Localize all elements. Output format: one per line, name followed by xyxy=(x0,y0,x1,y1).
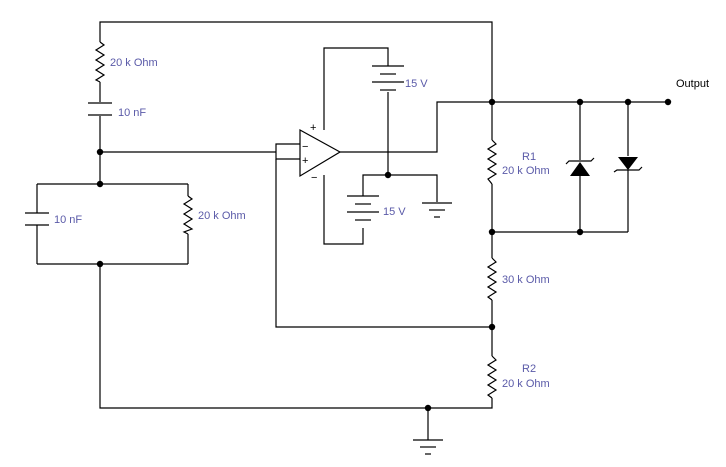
label-resistor-mid: 20 k Ohm xyxy=(198,210,246,222)
zener-diode-left xyxy=(565,157,595,176)
opamp-noninverting-input: + xyxy=(302,155,308,167)
opamp-inverting-input: − xyxy=(302,141,308,153)
label-r1-name: R1 xyxy=(522,151,536,163)
label-capacitor-top: 10 nF xyxy=(118,107,146,119)
label-resistor-30k: 30 k Ohm xyxy=(502,274,550,286)
label-capacitor-left: 10 nF xyxy=(54,214,82,226)
zener-diode-right xyxy=(613,157,643,173)
opamp-minus-pin: − xyxy=(311,172,317,184)
capacitor-top xyxy=(88,102,112,116)
label-r1-value: 20 k Ohm xyxy=(502,165,550,177)
ground-symbol-bottom xyxy=(413,439,443,455)
label-resistor-top: 20 k Ohm xyxy=(110,57,158,69)
resistor-30k xyxy=(486,257,498,301)
resistor-r1 xyxy=(486,139,498,185)
capacitor-left xyxy=(25,212,49,226)
resistor-top xyxy=(94,41,106,83)
opamp: + − − + xyxy=(299,122,342,184)
resistor-mid-left xyxy=(182,195,194,235)
battery-top xyxy=(372,65,404,91)
junction-dots xyxy=(96,98,672,412)
label-r2-value: 20 k Ohm xyxy=(502,378,550,390)
label-r2-name: R2 xyxy=(522,363,536,375)
ground-symbol-supply xyxy=(422,202,452,218)
label-battery-bottom: 15 V xyxy=(383,206,406,218)
battery-bottom xyxy=(347,195,379,221)
resistor-r2 xyxy=(486,355,498,399)
label-output: Output xyxy=(676,78,709,90)
opamp-plus-pin: + xyxy=(310,122,316,134)
wires xyxy=(36,21,668,440)
label-battery-top: 15 V xyxy=(405,78,428,90)
